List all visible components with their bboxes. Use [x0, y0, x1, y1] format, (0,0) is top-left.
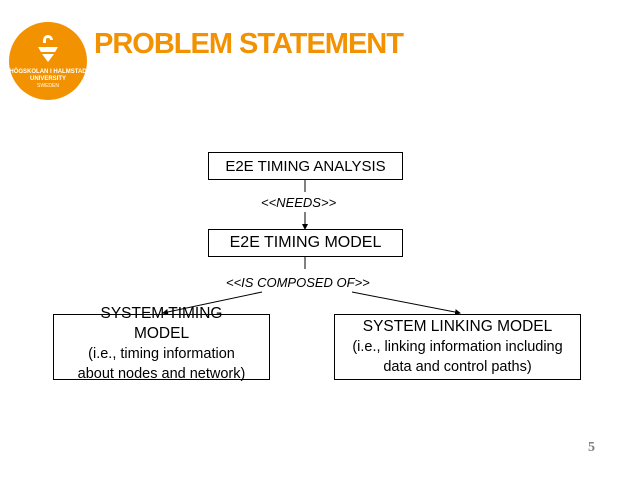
system-linking-line1: SYSTEM LINKING MODEL: [362, 318, 553, 335]
e2e-timing-model-box: E2E TIMING MODEL: [208, 229, 403, 257]
e2e-timing-model-label: E2E TIMING MODEL: [229, 234, 382, 251]
system-timing-line2: MODEL: [133, 325, 190, 342]
system-timing-line3: (i.e., timing information: [88, 346, 235, 362]
needs-relation-label: <<NEEDS>>: [261, 195, 337, 210]
composed-of-relation-label: <<IS COMPOSED OF>>: [226, 275, 370, 290]
system-linking-model-box: SYSTEM LINKING MODEL (i.e., linking info…: [334, 314, 581, 380]
connector-composed-system-linking: [351, 291, 461, 315]
logo-text-1: HÖGSKOLAN I HALMSTAD: [9, 68, 87, 75]
system-timing-line4: about nodes and network): [77, 366, 246, 382]
logo-text-2: UNIVERSITY: [30, 76, 66, 82]
system-linking-line2: (i.e., linking information including: [352, 339, 563, 355]
e2e-timing-analysis-box: E2E TIMING ANALYSIS: [208, 152, 403, 180]
page-number: 5: [588, 440, 595, 455]
university-logo: HÖGSKOLAN I HALMSTAD UNIVERSITY SWEDEN: [8, 21, 88, 101]
logo-text-3: SWEDEN: [37, 83, 59, 89]
connector-composed-system-timing: [162, 291, 263, 315]
system-timing-line1: SYSTEM TIMING: [100, 305, 223, 322]
e2e-timing-analysis-label: E2E TIMING ANALYSIS: [225, 157, 386, 175]
system-linking-line3: data and control paths): [383, 359, 532, 375]
page-title: PROBLEM STATEMENT: [94, 28, 404, 60]
system-timing-model-box: SYSTEM TIMING MODEL (i.e., timing inform…: [53, 305, 270, 382]
